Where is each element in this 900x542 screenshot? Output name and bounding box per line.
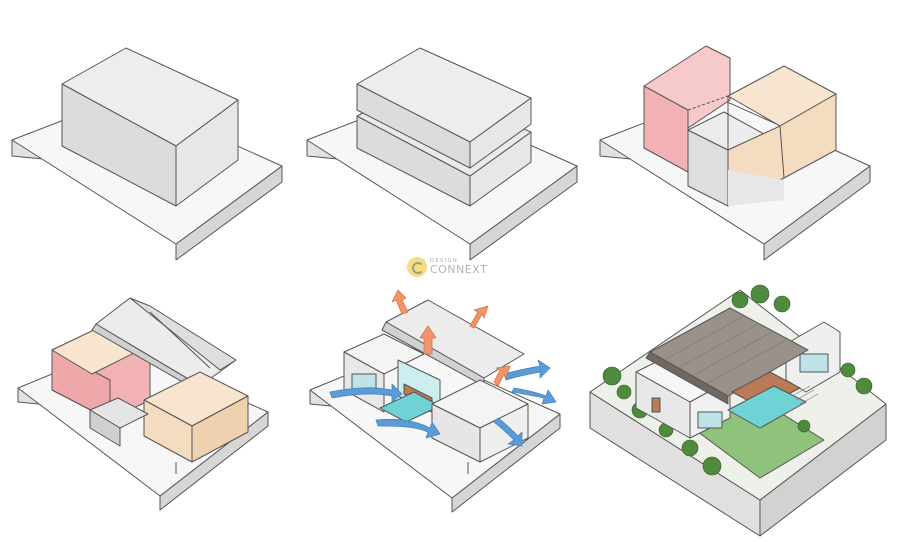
hot-air-arrow-icon xyxy=(493,365,511,387)
garden-stairs xyxy=(791,385,819,405)
airflow-arrow-icon xyxy=(493,417,523,447)
airflow-arrow-icon xyxy=(375,418,441,439)
panel-2-split-mass xyxy=(306,47,578,261)
tree-icon xyxy=(855,377,873,395)
watermark-small-text: DESIGN xyxy=(430,258,459,264)
tree-icon xyxy=(797,419,811,433)
airflow-arrow-icon xyxy=(329,383,403,403)
panel-4-roofed-volumes xyxy=(17,297,269,511)
connext-logo-icon xyxy=(407,257,427,277)
panel-1-solid-mass xyxy=(11,47,283,261)
tree-icon xyxy=(602,366,622,386)
airflow-arrows xyxy=(329,359,557,447)
tree-icon xyxy=(702,456,722,476)
airflow-arrow-icon xyxy=(511,387,557,405)
design-connext-watermark: DESIGN CONNEXT xyxy=(407,257,487,277)
panel-5-airflow-house xyxy=(309,289,561,513)
glass-window xyxy=(799,353,829,373)
hot-air-arrow-icon xyxy=(419,325,437,355)
tree-icon xyxy=(616,384,632,400)
pool xyxy=(727,385,807,429)
watermark-big-text: CONNEXT xyxy=(430,263,488,276)
tree-icon xyxy=(773,295,791,313)
glass-window xyxy=(697,411,723,429)
tree-icon xyxy=(731,291,749,309)
airflow-arrow-icon xyxy=(503,359,551,381)
mass-side xyxy=(175,99,239,207)
panel-3-zoned-mass xyxy=(599,45,871,261)
door xyxy=(651,397,661,413)
hot-air-arrow-icon xyxy=(391,289,409,315)
panel-6-landscaped-house xyxy=(589,284,887,537)
tree-icon xyxy=(750,284,770,304)
tree-icon xyxy=(681,439,699,457)
tree-icon xyxy=(840,362,856,378)
hot-air-arrow-icon xyxy=(469,305,489,329)
hot-air-arrows xyxy=(391,289,511,387)
